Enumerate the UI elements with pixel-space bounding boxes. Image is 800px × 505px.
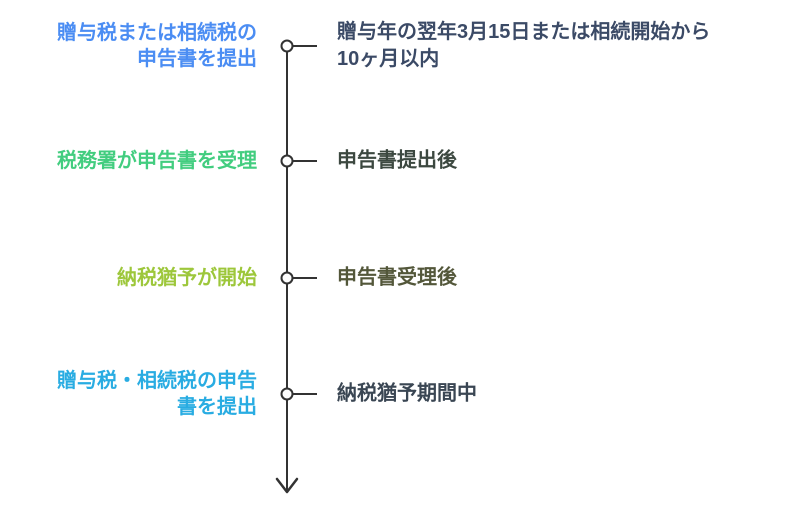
timeline-step-label: 納税猶予が開始: [117, 267, 257, 289]
timeline-step-detail: 贈与年の翌年3月15日または相続開始から 10ヶ月以内: [337, 21, 711, 70]
node-circle: [280, 154, 294, 168]
timeline-step-detail: 申告書受理後: [337, 266, 457, 289]
timeline-step-label: 贈与税・相続税の申告 書を提出: [57, 370, 257, 418]
timeline-step-detail: 申告書提出後: [337, 149, 457, 172]
arrowhead-icon: [275, 477, 299, 494]
node-circle: [280, 387, 294, 401]
timeline-step-detail: 納税猶予期間中: [337, 382, 477, 405]
timeline-step-label: 税務署が申告書を受理: [57, 150, 257, 172]
timeline-step-label: 贈与税または相続税の 申告書を提出: [57, 22, 257, 70]
node-circle: [280, 39, 294, 53]
node-circle: [280, 271, 294, 285]
